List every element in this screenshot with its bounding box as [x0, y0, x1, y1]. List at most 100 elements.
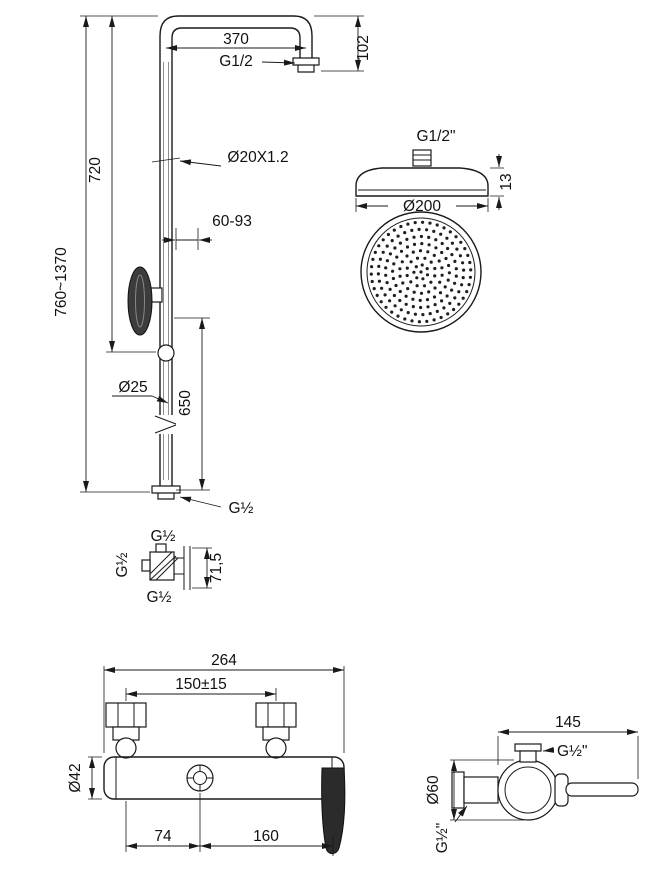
spray-nozzle-dot	[466, 253, 470, 257]
mixer-side-extension-lines	[450, 736, 639, 821]
spray-nozzle-dot	[432, 318, 436, 322]
left-post-flange	[105, 702, 147, 728]
spray-nozzle-dot	[413, 312, 417, 316]
head-nipple-threads	[413, 154, 431, 161]
spray-nozzle-dot	[461, 276, 465, 280]
spray-nozzle-dot	[390, 310, 394, 314]
spray-nozzle-dot	[390, 239, 394, 243]
leader-g12-rear	[454, 805, 468, 823]
dim-text-145: 145	[555, 714, 581, 731]
elbow-detail-view: G½ G½ G½ 71,5	[114, 528, 225, 606]
spray-nozzle-dot	[384, 266, 388, 270]
dim-text-650: 650	[177, 390, 194, 416]
spray-nozzle-dot	[417, 320, 421, 324]
spray-nozzle-dot	[421, 220, 425, 224]
spray-nozzle-dot	[406, 311, 410, 315]
spray-nozzle-dot	[405, 237, 409, 241]
spray-nozzle-dot	[417, 227, 421, 231]
spray-nozzle-dot	[454, 274, 458, 278]
thread-label-rear-port: G½"	[434, 823, 451, 854]
spray-nozzle-dot	[435, 309, 439, 313]
dim-text-150: 150±15	[175, 676, 227, 693]
wall-bracket-flange-inner	[135, 274, 145, 328]
head-face-outer-circle	[360, 211, 482, 333]
spray-nozzle-dot	[426, 305, 430, 309]
spray-nozzle-dot	[396, 314, 400, 318]
dim-text-pipe-spec: Ø20X1.2	[227, 149, 288, 166]
pipe-break-mask	[155, 415, 177, 434]
spray-nozzle-dot	[447, 263, 451, 268]
spray-nozzle-dot	[415, 256, 420, 260]
mixer-side-body	[497, 759, 559, 821]
elbow-left-port	[141, 559, 151, 572]
spray-nozzle-dot	[375, 293, 379, 297]
spray-nozzle-dot	[372, 287, 376, 291]
spray-nozzle-dot	[420, 242, 424, 246]
spray-nozzle-dot	[378, 257, 382, 261]
spray-nozzle-pattern	[369, 220, 473, 324]
top-port-stem	[519, 750, 537, 763]
spray-nozzle-dot	[428, 312, 432, 316]
dim-text-74: 74	[154, 828, 172, 845]
thread-label-top-port: G½"	[557, 743, 588, 760]
spray-nozzle-dot	[405, 254, 409, 258]
spray-nozzle-dot	[420, 263, 424, 267]
spray-nozzle-dot	[460, 283, 464, 287]
spray-nozzle-dot	[461, 261, 465, 265]
spray-nozzle-dot	[438, 291, 443, 295]
spray-nozzle-dot	[465, 290, 469, 294]
spray-nozzle-dot	[425, 267, 429, 271]
elbow-bar	[174, 546, 191, 590]
mixer-front-view: 264 150±15 Ø42 74 160	[67, 652, 346, 856]
spray-nozzle-dot	[411, 250, 415, 254]
spray-nozzle-dot	[442, 306, 446, 310]
spray-nozzle-dot	[409, 260, 413, 264]
spray-nozzle-dot	[450, 288, 454, 292]
spray-nozzle-dot	[457, 302, 461, 306]
spray-nozzle-dot	[398, 267, 402, 271]
extension-lines	[80, 15, 364, 493]
spray-nozzle-dot	[406, 222, 410, 226]
mixer-side-body-inner	[504, 766, 552, 814]
dim-text-d25: Ø25	[118, 379, 147, 396]
spray-nozzle-dot	[406, 287, 410, 291]
right-post-flange-lines	[267, 703, 285, 727]
spray-nozzle-dot	[426, 250, 430, 254]
spray-nozzle-dot	[433, 303, 437, 307]
spray-nozzle-dot	[453, 281, 457, 285]
leader-g12-top-port	[542, 746, 555, 753]
dim-text-370: 370	[223, 31, 249, 48]
spray-nozzle-dot	[434, 238, 438, 242]
spray-nozzle-dot	[457, 290, 461, 294]
spray-nozzle-dot	[401, 281, 405, 285]
left-post-flange-lines	[117, 703, 135, 727]
head-nipple	[412, 149, 432, 167]
spray-nozzle-dot	[440, 241, 444, 246]
spray-nozzle-dot	[440, 250, 444, 255]
spray-nozzle-dot	[413, 221, 417, 225]
spray-nozzle-dot	[371, 257, 375, 261]
spray-nozzle-dot	[434, 246, 438, 250]
spray-nozzle-dot	[384, 273, 388, 277]
spray-nozzle-dot	[373, 250, 377, 254]
dim-text-d60: Ø60	[425, 775, 442, 805]
spray-nozzle-dot	[450, 241, 454, 245]
elbow-thread-left: G½	[114, 552, 131, 577]
spray-nozzle-dot	[370, 265, 374, 269]
spray-nozzle-dot	[404, 294, 408, 298]
spray-nozzle-dot	[453, 296, 457, 300]
leader-d25	[151, 395, 169, 404]
spray-nozzle-dot	[463, 247, 467, 251]
pipe-reference-tick	[151, 157, 181, 163]
spray-nozzle-dot	[393, 246, 397, 250]
spray-nozzle-dot	[446, 278, 450, 282]
spray-nozzle-dot	[419, 305, 423, 310]
dim-text-d200: Ø200	[403, 198, 441, 215]
dim-text-160: 160	[253, 828, 279, 845]
spray-nozzle-dot	[432, 253, 436, 257]
mixer-lever-handle	[321, 767, 346, 855]
thread-label-g12-top: G1/2	[219, 53, 253, 70]
spray-nozzle-dot	[439, 315, 443, 320]
